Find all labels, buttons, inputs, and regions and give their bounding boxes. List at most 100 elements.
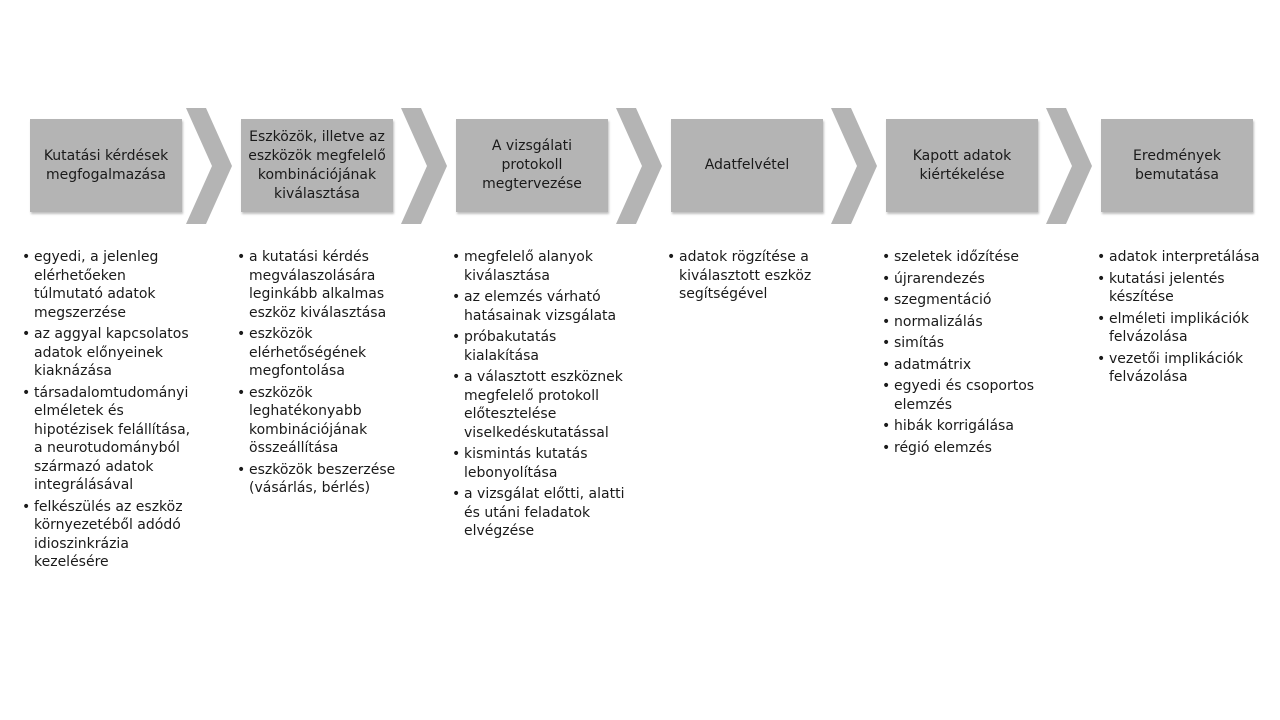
list-item-text: kutatási jelentés készítése <box>1109 270 1225 306</box>
list-item: •a választott eszköznek megfelelő protok… <box>452 368 647 442</box>
stage-box-tool-selection: Eszközök, illetve az eszközök megfelelő … <box>241 119 393 212</box>
stage-box-results-presentation: Eredmények bemutatása <box>1101 119 1253 212</box>
bullet-icon: • <box>22 326 31 342</box>
bullet-icon: • <box>882 378 891 394</box>
stage-title: Kutatási kérdések megfogalmazása <box>43 147 169 183</box>
list-item-text: felkészülés az eszköz környezetéből adód… <box>34 498 183 571</box>
bullet-icon: • <box>1097 310 1106 327</box>
list-item: •adatmátrix <box>882 356 1072 375</box>
list-item: •a kutatási kérdés megválaszolására legi… <box>237 248 427 322</box>
list-item-text: adatok interpretálása <box>1109 249 1260 265</box>
bullet-icon: • <box>452 446 461 462</box>
bullet-icon: • <box>1097 270 1106 287</box>
list-item: •elméleti implikációk felvázolása <box>1097 310 1275 347</box>
chevron-right-icon <box>401 108 449 224</box>
list-item: •normalizálás <box>882 313 1072 332</box>
stage-title: Kapott adatok kiértékelése <box>912 147 1012 183</box>
chevron-right-icon <box>616 108 664 224</box>
list-item: •régió elemzés <box>882 439 1072 458</box>
bullet-icon: • <box>452 289 461 305</box>
list-item: •szeletek időzítése <box>882 248 1072 267</box>
list-item: •a vizsgálat előtti, alatti és utáni fel… <box>452 485 647 541</box>
list-item: •adatok rögzítése a kiválasztott eszköz … <box>667 248 857 304</box>
bullet-icon: • <box>237 384 246 401</box>
list-item-text: megfelelő alanyok kiválasztása <box>464 249 593 284</box>
list-item-text: a vizsgálat előtti, alatti és utáni fela… <box>464 486 625 539</box>
list-item: •az aggyal kapcsolatos adatok előnyeinek… <box>22 325 212 381</box>
list-item: •adatok interpretálása <box>1097 248 1275 267</box>
stage-6-bullet-list: •adatok interpretálása •kutatási jelenté… <box>1097 248 1275 390</box>
list-item-text: normalizálás <box>894 313 983 330</box>
stage-4-bullet-list: •adatok rögzítése a kiválasztott eszköz … <box>667 248 857 307</box>
list-item: •felkészülés az eszköz környezetéből adó… <box>22 498 212 572</box>
stage-title: Eredmények bemutatása <box>1133 147 1221 183</box>
bullet-icon: • <box>237 326 246 342</box>
list-item-text: társadalomtudományi elméletek és hipotéz… <box>34 384 191 494</box>
list-item: •hibák korrigálása <box>882 417 1072 436</box>
bullet-icon: • <box>237 249 246 265</box>
stage-1-bullet-list: •egyedi, a jelenleg elérhetőeken túlmuta… <box>22 248 212 575</box>
bullet-icon: • <box>667 249 676 265</box>
list-item: •simítás <box>882 334 1072 353</box>
bullet-icon: • <box>882 418 891 434</box>
list-item: •eszközök beszerzése (vásárlás, bérlés) <box>237 461 427 498</box>
list-item-text: kismintás kutatás lebonyolítása <box>464 446 588 481</box>
bullet-icon: • <box>882 292 891 308</box>
chevron-right-icon <box>186 108 234 224</box>
bullet-icon: • <box>237 461 246 478</box>
list-item-text: szeletek időzítése <box>894 249 1020 265</box>
bullet-icon: • <box>452 486 461 502</box>
list-item-text: elméleti implikációk felvázolása <box>1109 310 1249 346</box>
list-item-text: próbakutatás kialakítása <box>464 329 557 364</box>
bullet-icon: • <box>882 270 891 287</box>
list-item-text: adatok rögzítése a kiválasztott eszköz s… <box>679 249 812 302</box>
list-item: •kutatási jelentés készítése <box>1097 270 1275 307</box>
list-item: •újrarendezés <box>882 270 1072 289</box>
list-item: •egyedi, a jelenleg elérhetőeken túlmuta… <box>22 248 212 322</box>
chevron-right-icon <box>831 108 879 224</box>
list-item-text: eszközök beszerzése (vásárlás, bérlés) <box>249 461 396 497</box>
bullet-icon: • <box>22 249 31 265</box>
list-item-text: eszközök leghatékonyabb kombinációjának … <box>249 384 368 457</box>
stage-5-bullet-list: •szeletek időzítése •újrarendezés •szegm… <box>882 248 1072 460</box>
stage-title: Adatfelvétel <box>704 157 790 173</box>
list-item: •megfelelő alanyok kiválasztása <box>452 248 647 285</box>
list-item-text: egyedi, a jelenleg elérhetőeken túlmutat… <box>34 249 159 321</box>
bullet-icon: • <box>882 439 891 456</box>
list-item-text: egyedi és csoportos elemzés <box>894 378 1035 413</box>
stage-title: Eszközök, illetve az eszközök megfelelő … <box>248 128 386 202</box>
list-item-text: a választott eszköznek megfelelő protoko… <box>464 369 623 441</box>
bullet-icon: • <box>452 329 461 345</box>
list-item: •vezetői implikációk felvázolása <box>1097 350 1275 387</box>
stage-3-bullet-list: •megfelelő alanyok kiválasztása •az elem… <box>452 248 647 544</box>
list-item-text: eszközök elérhetőségének megfontolása <box>249 326 367 379</box>
list-item-text: szegmentáció <box>894 292 992 308</box>
list-item: •kismintás kutatás lebonyolítása <box>452 445 647 482</box>
list-item: •eszközök leghatékonyabb kombinációjának… <box>237 384 427 458</box>
bullet-icon: • <box>452 369 461 385</box>
stage-box-protocol-design: A vizsgálati protokoll megtervezése <box>456 119 608 212</box>
bullet-icon: • <box>882 313 891 330</box>
stage-box-data-collection: Adatfelvétel <box>671 119 823 212</box>
bullet-icon: • <box>882 249 891 265</box>
list-item-text: újrarendezés <box>894 270 985 287</box>
list-item-text: régió elemzés <box>894 439 992 456</box>
list-item-text: simítás <box>894 335 945 351</box>
list-item: •szegmentáció <box>882 291 1072 310</box>
list-item-text: vezetői implikációk felvázolása <box>1109 350 1244 386</box>
list-item: •eszközök elérhetőségének megfontolása <box>237 325 427 381</box>
bullet-icon: • <box>882 356 891 373</box>
list-item-text: hibák korrigálása <box>894 418 1014 434</box>
stage-title: A vizsgálati protokoll megtervezése <box>482 138 582 192</box>
bullet-icon: • <box>1097 350 1106 367</box>
bullet-icon: • <box>1097 249 1106 265</box>
list-item-text: az aggyal kapcsolatos adatok előnyeinek … <box>34 326 189 379</box>
bullet-icon: • <box>452 249 461 265</box>
stage-2-bullet-list: •a kutatási kérdés megválaszolására legi… <box>237 248 427 501</box>
chevron-right-icon <box>1046 108 1094 224</box>
list-item: •az elemzés várható hatásainak vizsgálat… <box>452 288 647 325</box>
list-item-text: adatmátrix <box>894 356 972 373</box>
stage-box-data-evaluation: Kapott adatok kiértékelése <box>886 119 1038 212</box>
bullet-icon: • <box>882 335 891 351</box>
list-item: •próbakutatás kialakítása <box>452 328 647 365</box>
